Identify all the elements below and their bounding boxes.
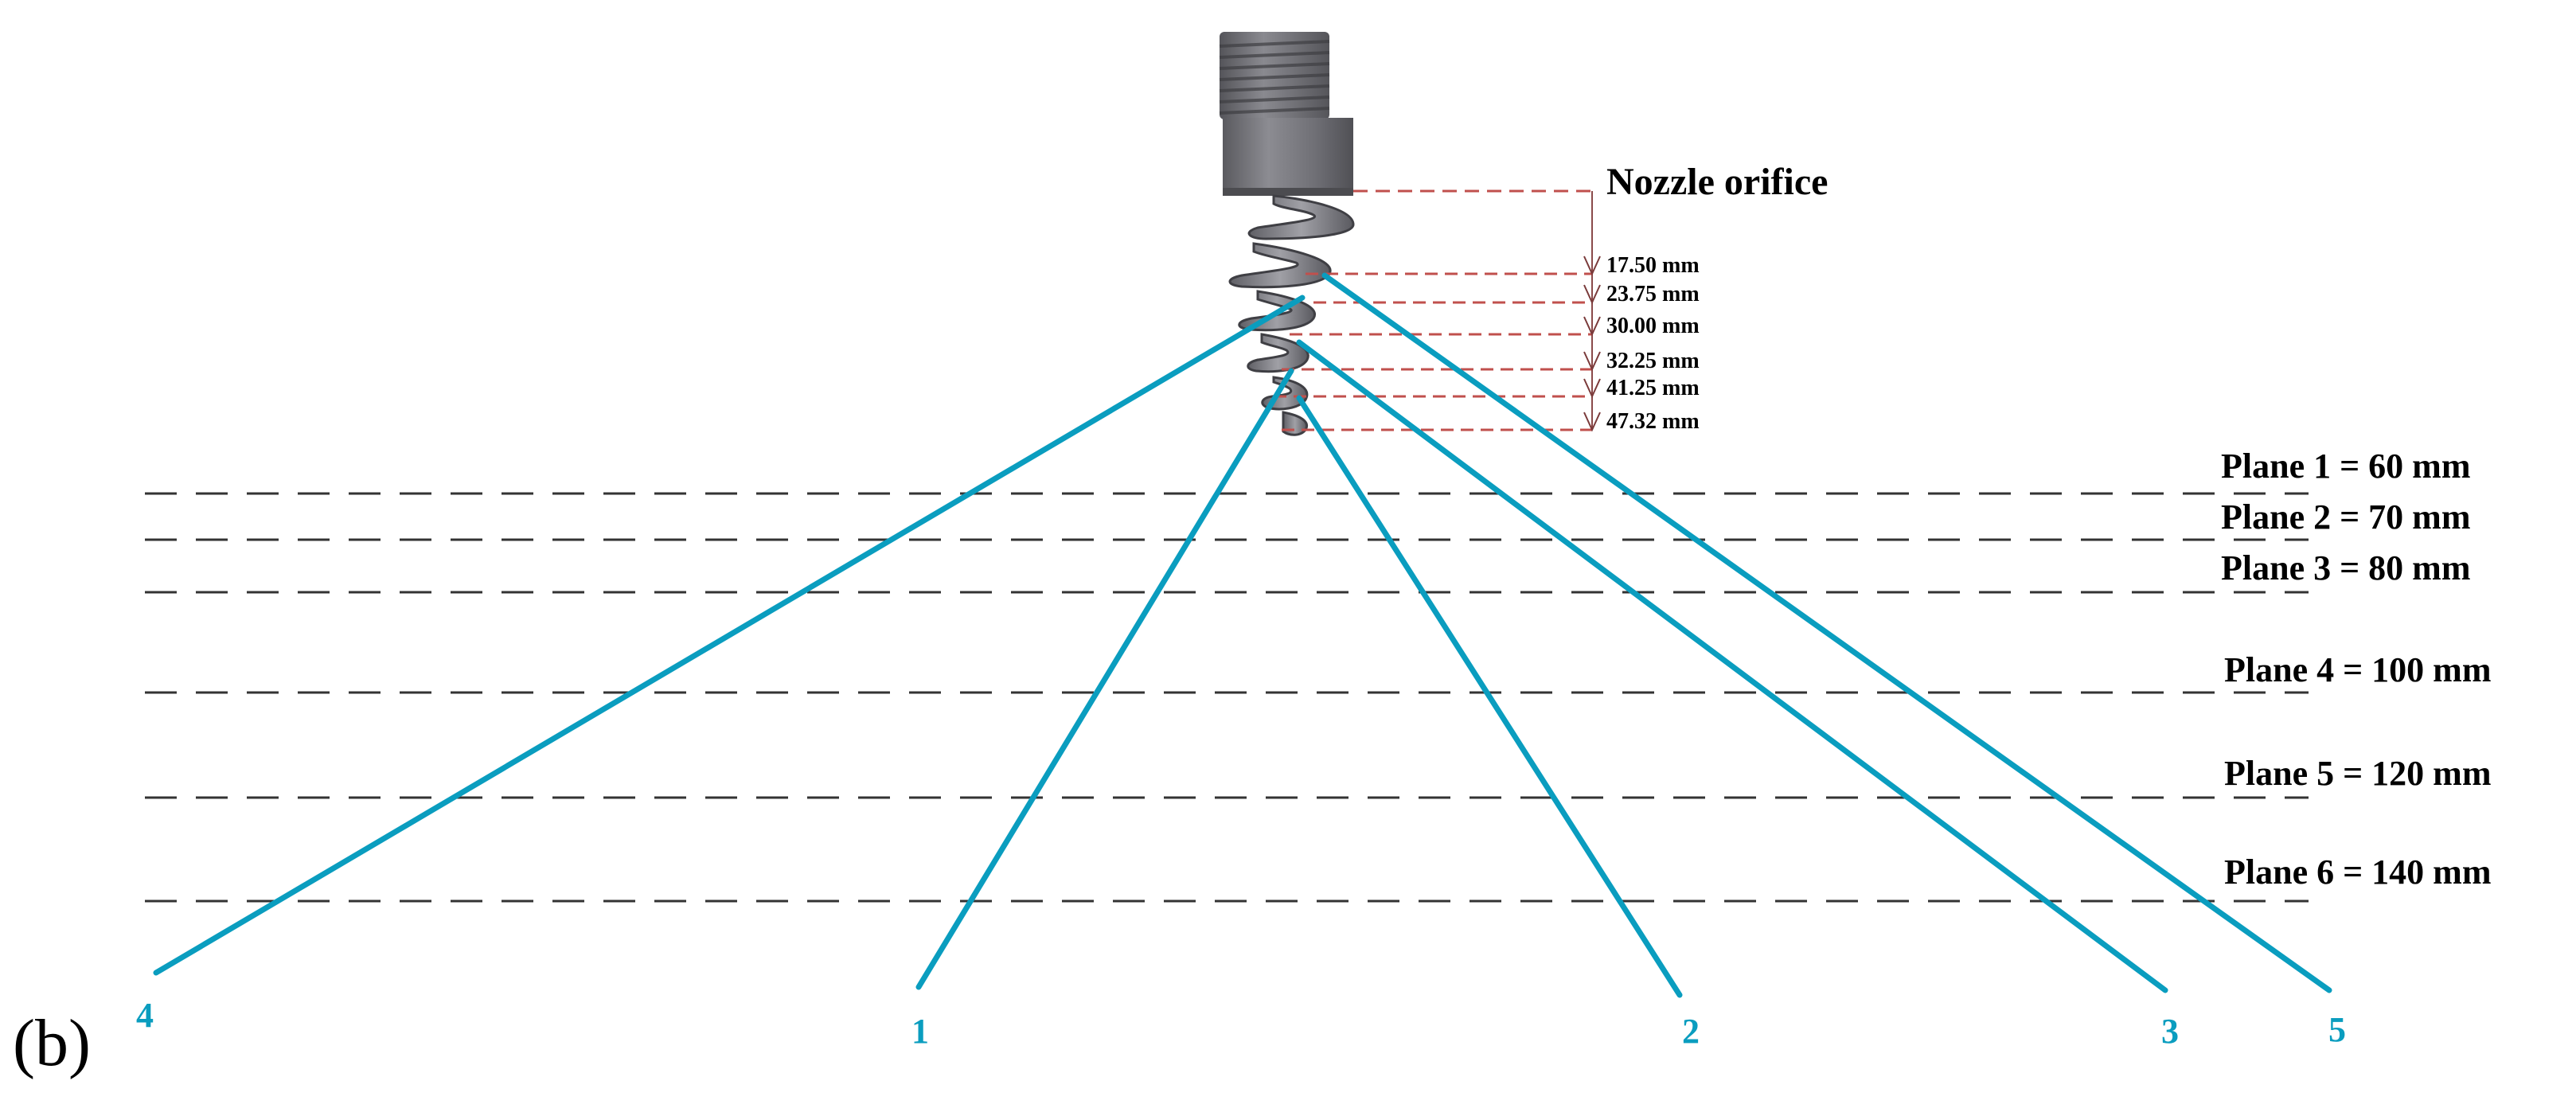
jet-line-3 (1296, 339, 2168, 993)
offset-arrow-3 (1583, 316, 1601, 337)
jet-label-2: 2 (1682, 1012, 1700, 1051)
offset-arrow-5 (1583, 378, 1601, 399)
offset-arrow-4 (1583, 351, 1601, 372)
jet-label-5: 5 (2328, 1010, 2346, 1049)
offset-arrow-6 (1583, 412, 1601, 432)
panel-label: (b) (13, 1006, 91, 1080)
plane-label-3: Plane 3 = 80 mm (2221, 548, 2470, 587)
offset-label-2: 23.75 mm (1606, 282, 1700, 306)
offset-label-5: 41.25 mm (1606, 376, 1700, 400)
offset-label-1: 17.50 mm (1606, 253, 1700, 278)
nozzle-body (1223, 118, 1353, 193)
jet-line-4 (153, 295, 1306, 976)
plane-label-1: Plane 1 = 60 mm (2221, 447, 2470, 486)
jet-label-4: 4 (136, 996, 154, 1035)
jet-line-5 (1321, 272, 2332, 993)
orifice-offset-markers: 17.50 mm 23.75 mm 30.00 mm 32.25 mm 41.25 mm… (1274, 189, 1700, 434)
offset-label-3: 30.00 mm (1606, 314, 1700, 338)
offset-label-4: 32.25 mm (1606, 349, 1700, 373)
jet-label-1: 1 (911, 1012, 929, 1051)
plane-lines: Plane 1 = 60 mm Plane 2 = 70 mm Plane 3 = … (145, 447, 2491, 903)
plane-label-5: Plane 5 = 120 mm (2224, 754, 2491, 793)
spray-jets: 4 1 2 3 5 (136, 272, 2346, 1051)
offset-arrow-1 (1583, 256, 1601, 276)
jet-line-2 (1296, 395, 1683, 998)
plane-label-4: Plane 4 = 100 mm (2224, 650, 2491, 689)
nozzle-thread (1219, 32, 1330, 119)
offset-label-6: 47.32 mm (1606, 409, 1700, 434)
plane-label-6: Plane 6 = 140 mm (2224, 853, 2491, 892)
plane-label-2: Plane 2 = 70 mm (2221, 498, 2470, 537)
nozzle-spiral (1228, 194, 1355, 436)
jet-label-3: 3 (2161, 1012, 2179, 1051)
jet-line-1 (915, 368, 1294, 990)
offset-arrow-2 (1583, 284, 1601, 305)
orifice-label: Nozzle orifice (1606, 161, 1828, 203)
